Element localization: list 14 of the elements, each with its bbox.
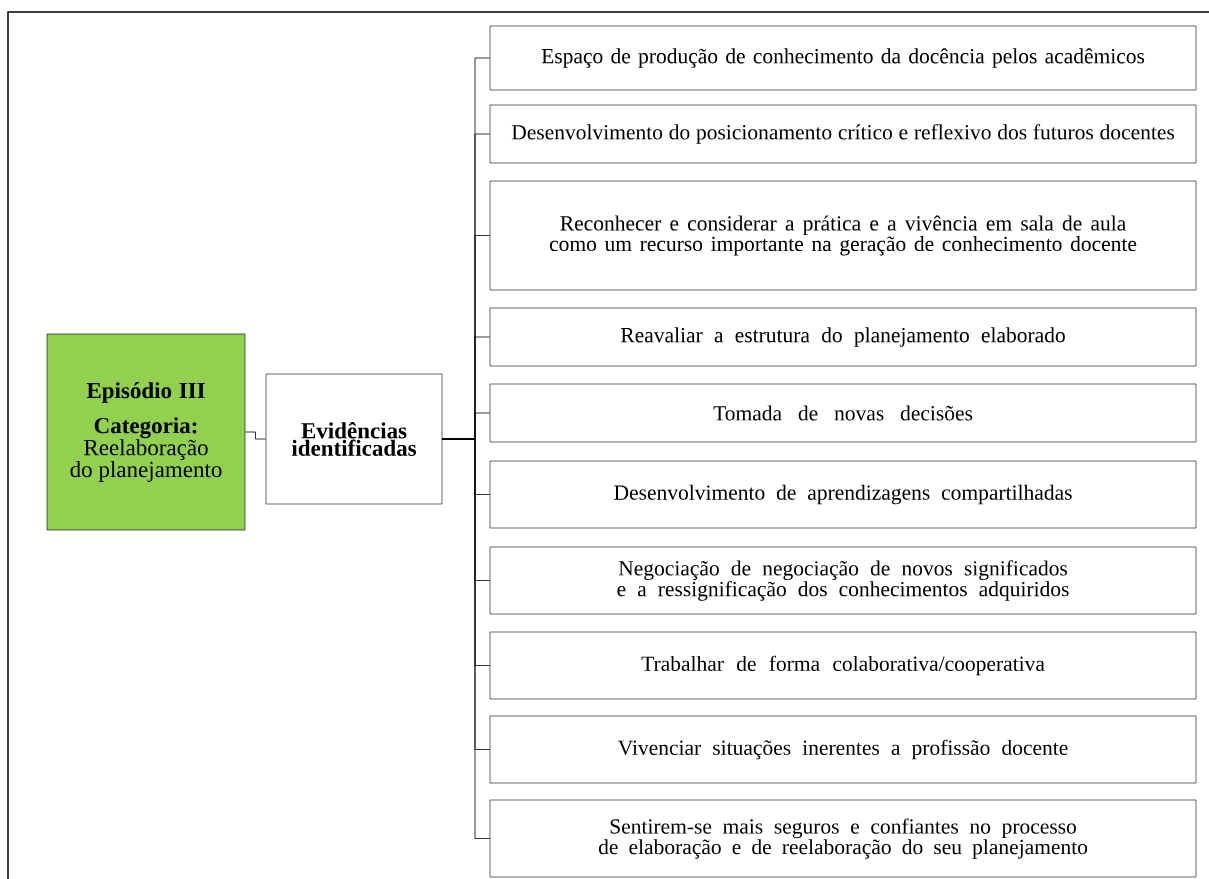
evidence-item-box: Reavaliar a estrutura do planejamento elaborado [489,307,1197,367]
evidence-item-box: Reconhecer e considerar a prática e a vivência em sala de aula como um recurso importante na geração de conhecimento docente [489,180,1197,291]
evidence-item-box: Trabalhar de forma colaborativa/cooperativa [489,631,1197,700]
evidence-item-box: Espaço de produção de conhecimento da docência pelos acadêmicos [489,25,1197,91]
evidence-box: Evidências identificadas [265,373,443,505]
evidence-item-box: Desenvolvimento do posicionamento crítico e reflexivo dos futuros docentes [489,104,1197,164]
connector [244,431,267,440]
evidence-item-box: Vivenciar situações inerentes a profissão docente [489,715,1197,784]
evidence-item-box: Negociação de negociação de novos significados e a ressignificação dos conhecimentos adquiridos [489,546,1197,615]
category-box: Episódio III Categoria: Reelaboração do planejamento [46,333,246,531]
evidence-item-box: Desenvolvimento de aprendizagens compartilhadas [489,460,1197,529]
evidence-item-box: Tomada de novas decisões [489,383,1197,443]
connector [441,438,491,839]
evidence-item-box: Sentirem-se mais seguros e confiantes no processo de elaboração e de reelaboração do seu planejamento [489,799,1197,878]
